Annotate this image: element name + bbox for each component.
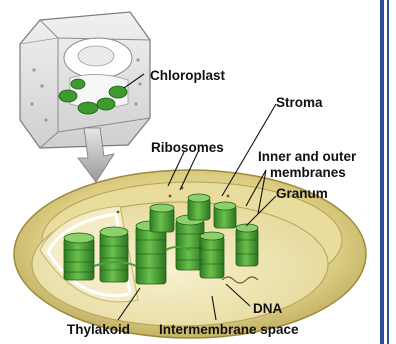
label-inner-outer-line2: membranes [270,165,346,180]
right-border-rule [380,0,384,344]
label-thylakoid: Thylakoid [67,322,130,337]
label-intermembrane-space: Intermembrane space [159,322,299,337]
label-dna: DNA [253,301,282,316]
label-chloroplast: Chloroplast [150,68,225,83]
label-ribosomes: Ribosomes [151,140,224,155]
label-granum: Granum [276,186,328,201]
label-stroma: Stroma [276,95,323,110]
right-border-rule-outer [387,0,389,344]
label-inner-outer-line1: Inner and outer [258,149,356,164]
